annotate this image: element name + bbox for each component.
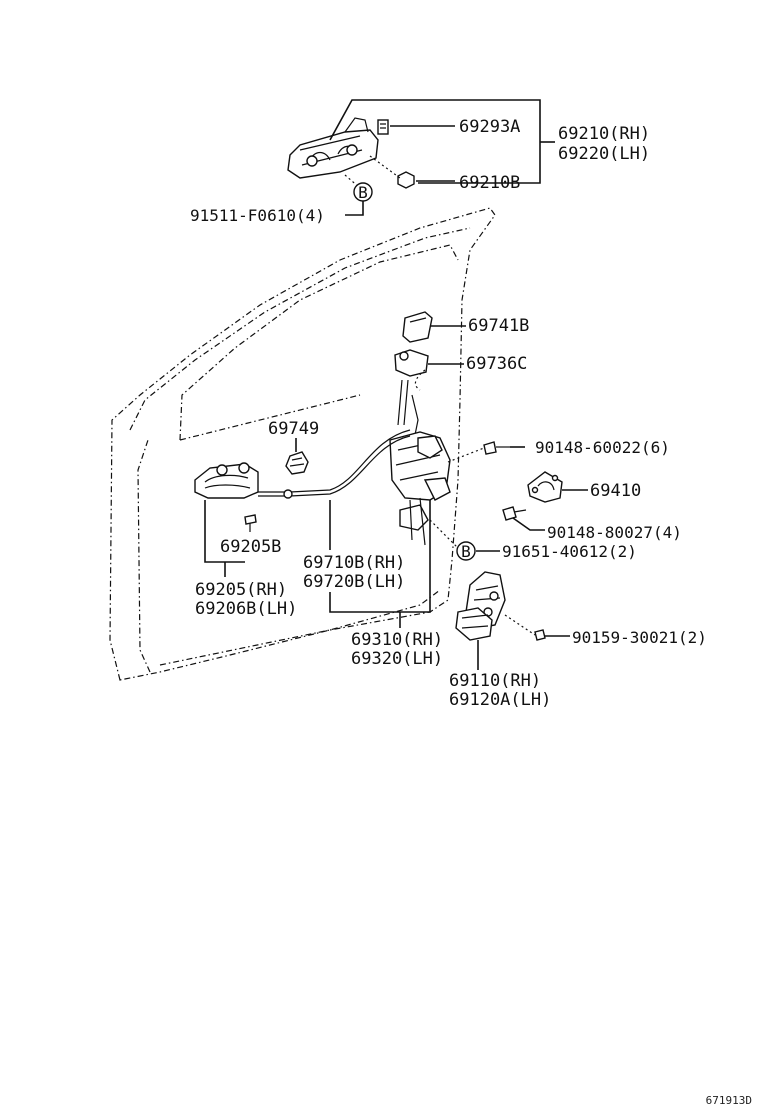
label-90148-80027: 90148-80027(4) — [547, 523, 682, 542]
label-69720B: 69720B(LH) — [303, 572, 405, 592]
screw-90148-60022 — [483, 441, 510, 455]
label-69741B: 69741B — [468, 316, 529, 336]
marker-b-mid: B — [461, 542, 471, 561]
lock-knob-69741B — [402, 311, 433, 343]
label-69110: 69110(RH) — [449, 671, 541, 691]
screw-69205B — [244, 514, 257, 532]
label-69736C: 69736C — [466, 354, 527, 374]
label-69320: 69320(LH) — [351, 649, 443, 669]
screw-69293A — [377, 119, 389, 135]
label-69206B: 69206B(LH) — [195, 599, 297, 619]
screw-90148-80027 — [502, 506, 527, 521]
screw-90159-30021 — [534, 629, 546, 641]
marker-b-top: B — [358, 183, 368, 202]
label-90148-60022: 90148-60022(6) — [535, 438, 670, 457]
label-69310: 69310(RH) — [351, 630, 443, 650]
label-69205RH: 69205(RH) — [195, 580, 287, 600]
label-69710B: 69710B(RH) — [303, 553, 405, 573]
striker-69410 — [527, 471, 563, 503]
label-90159: 90159-30021(2) — [572, 628, 707, 647]
diagram-code: 671913D — [706, 1094, 752, 1107]
label-69220LH: 69220(LH) — [558, 144, 650, 164]
door-lock-assembly — [389, 431, 451, 546]
label-69205B: 69205B — [220, 537, 281, 557]
label-69210B: 69210B — [459, 173, 520, 193]
door-check-69110 — [455, 571, 506, 641]
inside-door-handle — [194, 462, 259, 499]
label-69210RH: 69210(RH) — [558, 124, 650, 144]
nut-69210B — [397, 171, 415, 189]
label-69410: 69410 — [590, 481, 641, 501]
label-91651: 91651-40612(2) — [502, 542, 637, 561]
label-69749: 69749 — [268, 419, 319, 439]
clip-69749 — [285, 451, 309, 475]
outside-door-handle — [287, 117, 379, 179]
rod-guide-69736C — [394, 349, 429, 377]
label-91511: 91511-F0610(4) — [190, 206, 325, 225]
label-69120A: 69120A(LH) — [449, 690, 551, 710]
label-69293A: 69293A — [459, 117, 520, 137]
